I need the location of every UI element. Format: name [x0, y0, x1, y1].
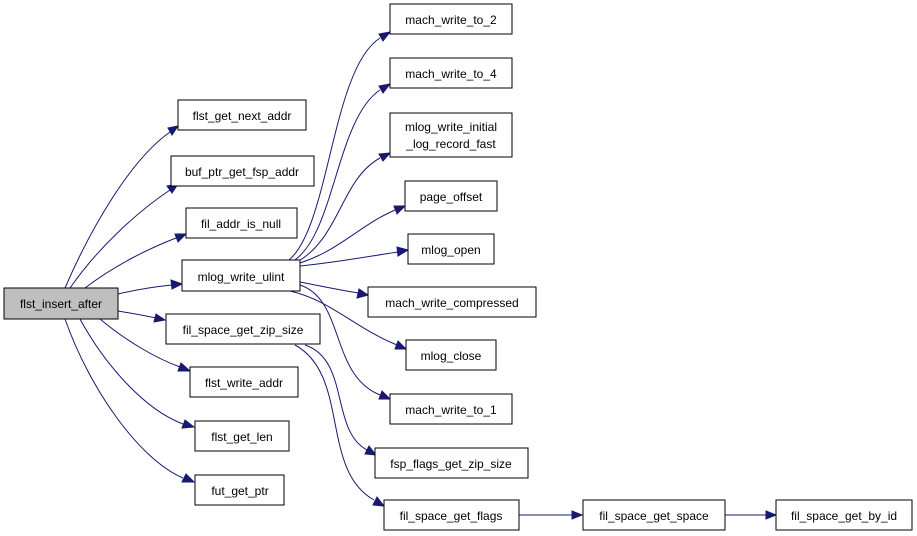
node-fil-space-get-space[interactable]: fil_space_get_space: [582, 499, 726, 531]
node-label-flst-write-addr: flst_write_addr: [205, 376, 283, 390]
edge-zip-size-fsp-flags-get-zip-size: [304, 344, 368, 451]
node-mlog-write-initial-log-record-fast[interactable]: mlog_write_initial _log_record_fast: [389, 112, 513, 158]
edge-root-flst-write-addr: [99, 318, 181, 368]
node-flst-write-addr[interactable]: flst_write_addr: [189, 366, 299, 398]
nodes: flst_insert_after flst_get_next_addr buf…: [3, 3, 913, 531]
node-label-flst-get-len: flst_get_len: [211, 430, 272, 444]
node-fsp-flags-get-zip-size[interactable]: fsp_flags_get_zip_size: [374, 447, 529, 479]
edge-root-fil-space-get-zip-size: [117, 310, 157, 319]
edge-root-fil-addr-is-null: [84, 237, 177, 289]
node-label-fil-space-get-space: fil_space_get_space: [599, 509, 709, 523]
node-label-mlog-write-initial-line1: mlog_write_initial: [405, 120, 497, 134]
node-page-offset[interactable]: page_offset: [404, 180, 498, 212]
node-mach-write-compressed[interactable]: mach_write_compressed: [367, 286, 537, 318]
edge-mlog-write-ulint-mlog-close: [289, 290, 398, 346]
edge-mlog-write-ulint-mach-write-to-4: [289, 89, 381, 264]
edges: [64, 31, 778, 520]
edge-arrow-fil-space-get-zip-size: [153, 313, 167, 323]
edge-arrow-fil-space-get-flags: [372, 496, 386, 507]
edge-arrow-fil-addr-is-null: [174, 233, 188, 243]
edge-arrow-fil-space-get-space: [571, 510, 584, 520]
edge-arrow-page-offset: [393, 205, 407, 215]
node-mlog-close[interactable]: mlog_close: [405, 339, 497, 371]
node-buf-ptr-get-fsp-addr[interactable]: buf_ptr_get_fsp_addr: [170, 155, 315, 187]
edge-arrow-fil-space-get-by-id: [765, 510, 778, 520]
edge-arrow-fsp-flags-get-zip-size: [364, 445, 378, 456]
node-fil-space-get-zip-size[interactable]: fil_space_get_zip_size: [165, 313, 321, 345]
edge-root-flst-get-len: [79, 318, 184, 425]
node-fil-space-get-by-id[interactable]: fil_space_get_by_id: [775, 499, 913, 531]
edge-arrow-mlog-close: [394, 340, 408, 350]
edge-root-flst-get-next-addr: [64, 131, 171, 289]
node-label-page-offset: page_offset: [420, 190, 483, 204]
node-mach-write-to-1[interactable]: mach_write_to_1: [389, 393, 513, 425]
edge-arrow-mach-write-compressed: [356, 288, 370, 299]
node-fil-addr-is-null[interactable]: fil_addr_is_null: [185, 207, 298, 239]
edge-arrow-mach-write-to-1: [378, 390, 392, 400]
edge-arrow-flst-write-addr: [177, 362, 192, 372]
edge-root-buf-ptr-get-fsp-addr: [69, 189, 171, 289]
node-label-fil-addr-is-null: fil_addr_is_null: [201, 217, 281, 231]
node-label-mach-write-to-4: mach_write_to_4: [405, 67, 497, 81]
node-flst-get-next-addr[interactable]: flst_get_next_addr: [177, 99, 307, 131]
edge-mlog-write-ulint-page-offset: [299, 209, 396, 264]
edge-zip-size-fil-space-get-flags: [294, 344, 375, 501]
edge-arrow-flst-get-next-addr: [167, 125, 180, 136]
node-label-mlog-write-initial-line2: _log_record_fast: [405, 137, 496, 151]
edge-root-mlog-write-ulint: [117, 284, 173, 295]
node-label-fil-space-get-flags: fil_space_get_flags: [400, 509, 503, 523]
edge-arrow-mlog-open: [396, 246, 410, 257]
edge-arrow-mlog-write-ulint: [170, 279, 184, 290]
node-label-mach-write-to-2: mach_write_to_2: [405, 13, 497, 27]
node-label-fil-space-get-zip-size: fil_space_get_zip_size: [183, 323, 304, 337]
edge-arrow-mach-write-to-4: [378, 83, 392, 94]
node-label-mach-write-to-1: mach_write_to_1: [405, 403, 497, 417]
node-label-fil-space-get-by-id: fil_space_get_by_id: [791, 509, 897, 523]
node-label-buf-ptr-get-fsp-addr: buf_ptr_get_fsp_addr: [185, 165, 299, 179]
node-label-mach-write-compressed: mach_write_compressed: [385, 296, 518, 310]
edge-mlog-write-ulint-mlog-open: [299, 251, 399, 267]
edge-mlog-write-ulint-mach-write-to-1: [299, 284, 381, 396]
edge-arrow-mlog-write-initial: [378, 152, 392, 162]
node-flst-get-len[interactable]: flst_get_len: [194, 420, 290, 452]
edge-arrow-fut-get-ptr: [181, 473, 196, 483]
node-label-fsp-flags-get-zip-size: fsp_flags_get_zip_size: [390, 457, 512, 471]
node-mach-write-to-4[interactable]: mach_write_to_4: [389, 57, 513, 89]
edge-mlog-write-ulint-mlog-write-initial: [294, 157, 381, 264]
node-mlog-write-ulint[interactable]: mlog_write_ulint: [181, 259, 301, 292]
edge-arrow-mach-write-to-2: [378, 31, 392, 42]
node-fut-get-ptr[interactable]: fut_get_ptr: [194, 474, 285, 506]
node-flst-insert-after[interactable]: flst_insert_after: [3, 287, 119, 320]
node-label-fut-get-ptr: fut_get_ptr: [211, 484, 268, 498]
edge-root-fut-get-ptr: [64, 318, 184, 479]
node-label-mlog-write-ulint: mlog_write_ulint: [198, 270, 285, 284]
node-label-mlog-open: mlog_open: [421, 243, 480, 257]
edge-arrow-flst-get-len: [181, 419, 196, 429]
node-label-flst-get-next-addr: flst_get_next_addr: [193, 109, 292, 123]
node-label-flst-insert-after: flst_insert_after: [20, 297, 102, 311]
node-mlog-open[interactable]: mlog_open: [407, 233, 495, 265]
edge-mlog-write-ulint-mach-write-to-2: [284, 37, 381, 264]
node-fil-space-get-flags[interactable]: fil_space_get_flags: [383, 499, 520, 531]
node-mach-write-to-2[interactable]: mach_write_to_2: [389, 3, 513, 35]
node-label-mlog-close: mlog_close: [421, 349, 482, 363]
edge-mlog-write-ulint-mach-write-compressed: [299, 281, 359, 294]
